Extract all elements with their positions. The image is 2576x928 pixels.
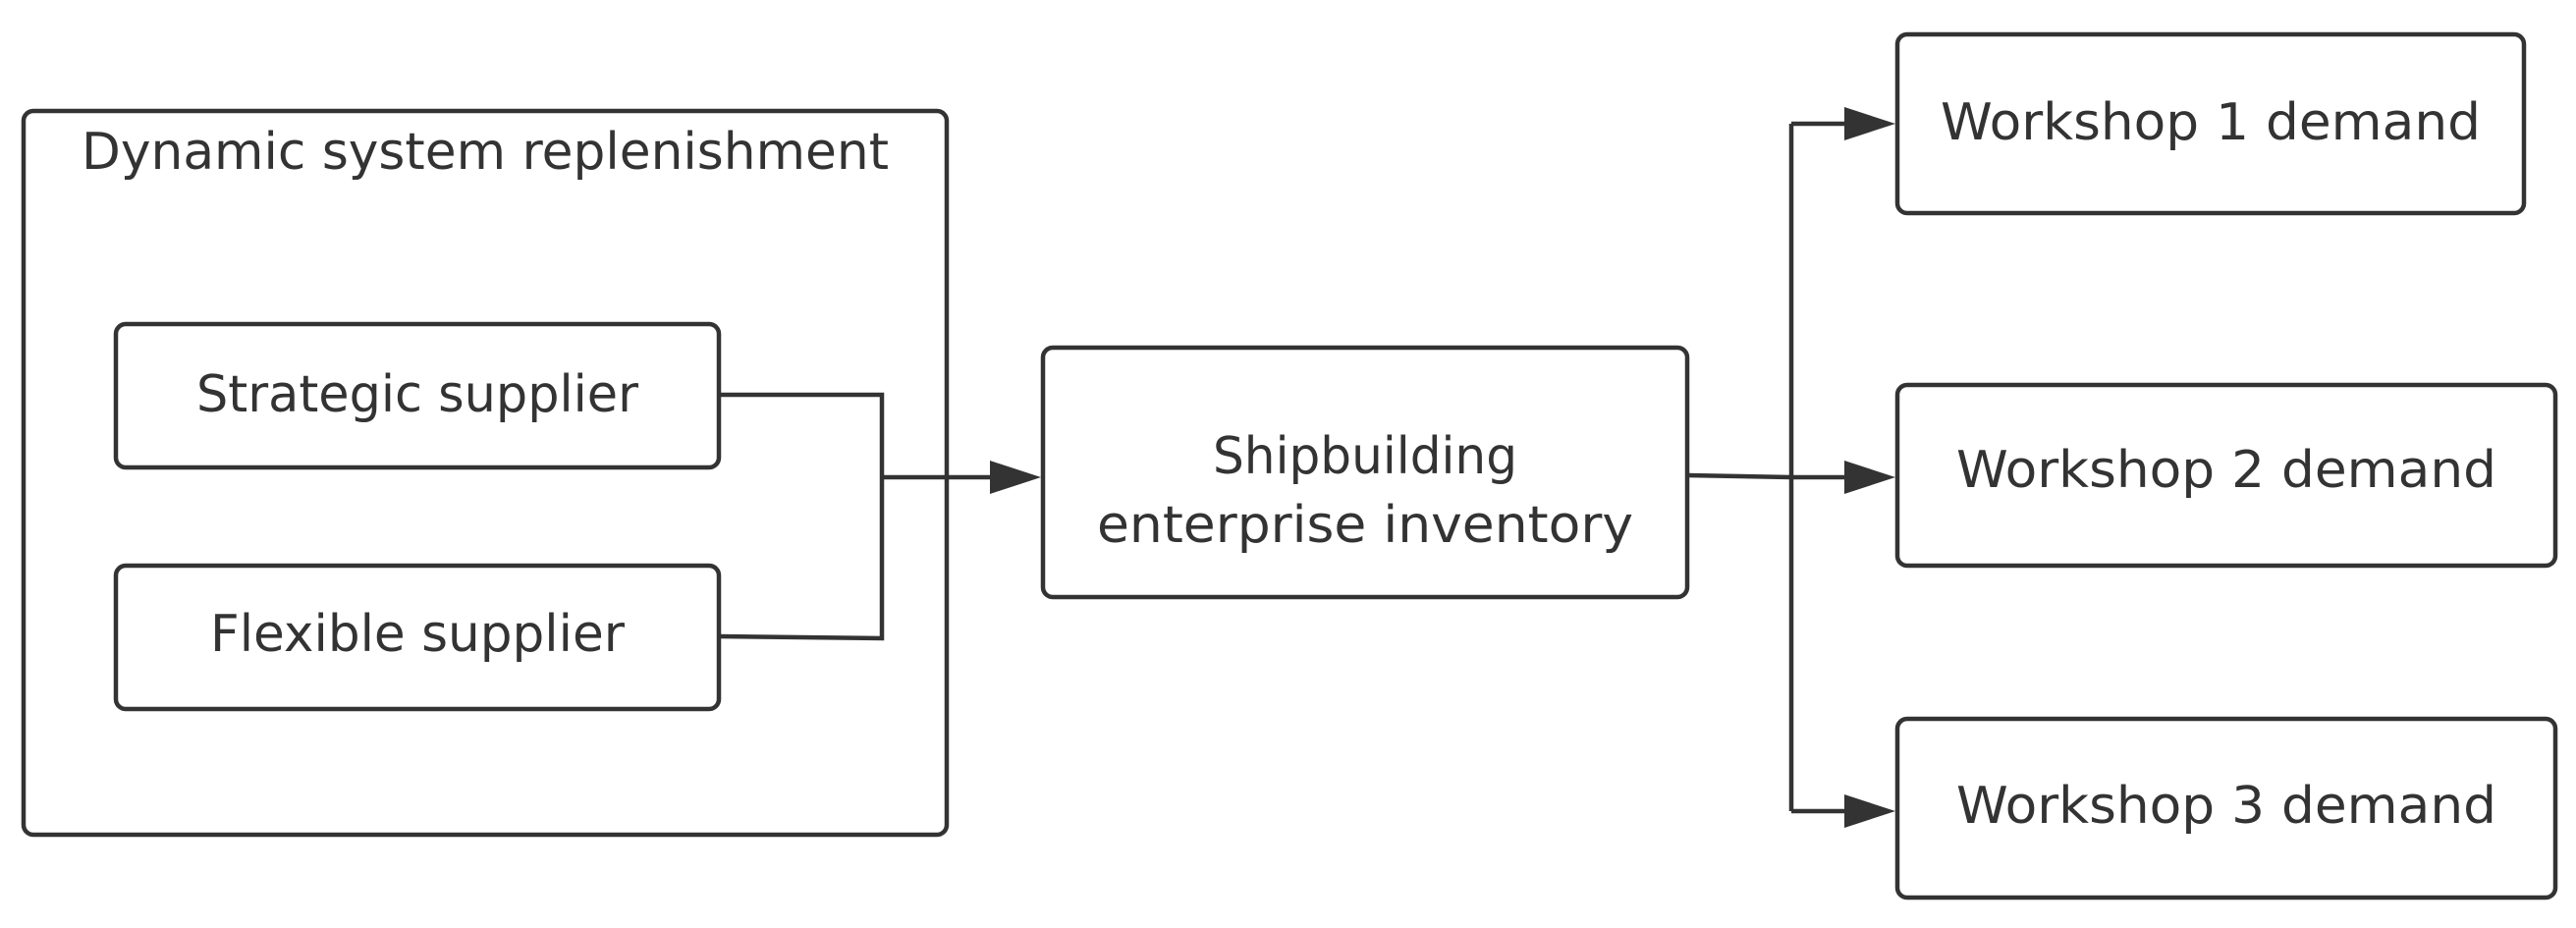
replenishment-group-title: Dynamic system replenishment [82,123,889,182]
workshop-2-box [1894,382,2558,569]
strategic-supplier-node: Strategic supplier [113,321,722,470]
workshop-1-node: Workshop 1 demand [1894,31,2527,216]
inventory-label-line1: Shipbuilding [1213,427,1517,486]
replenishment-group-frame [21,108,950,838]
workshop-1-label: Workshop 1 demand [1941,93,2481,152]
flexible-supplier-label: Flexible supplier [210,605,626,664]
workshop-3-box [1894,716,2558,901]
workshop-3-label: Workshop 3 demand [1956,777,2496,836]
flexible-supplier-connector [718,477,885,641]
strategic-supplier-connector [719,392,885,477]
strategic-supplier-label: Strategic supplier [196,365,639,424]
workshop-3-arrowhead [1844,794,1895,828]
inventory-arrowhead [990,461,1041,494]
inventory-label-line2: enterprise inventory [1097,496,1633,555]
replenishment-group: Dynamic system replenishment [21,108,950,838]
workshop-1-arrowhead [1844,107,1895,140]
flexible-supplier-node: Flexible supplier [113,563,722,712]
inventory-to-workshops-line [1686,472,1792,480]
workshop-2-label: Workshop 2 demand [1956,441,2496,500]
inventory-node: Shipbuilding enterprise inventory [1040,345,1690,600]
workshop-3-node: Workshop 3 demand [1894,716,2558,901]
workshop-2-arrowhead [1844,461,1895,494]
workshop-2-node: Workshop 2 demand [1894,382,2558,569]
inventory-box [1040,345,1690,600]
workshop-1-box [1894,31,2527,216]
